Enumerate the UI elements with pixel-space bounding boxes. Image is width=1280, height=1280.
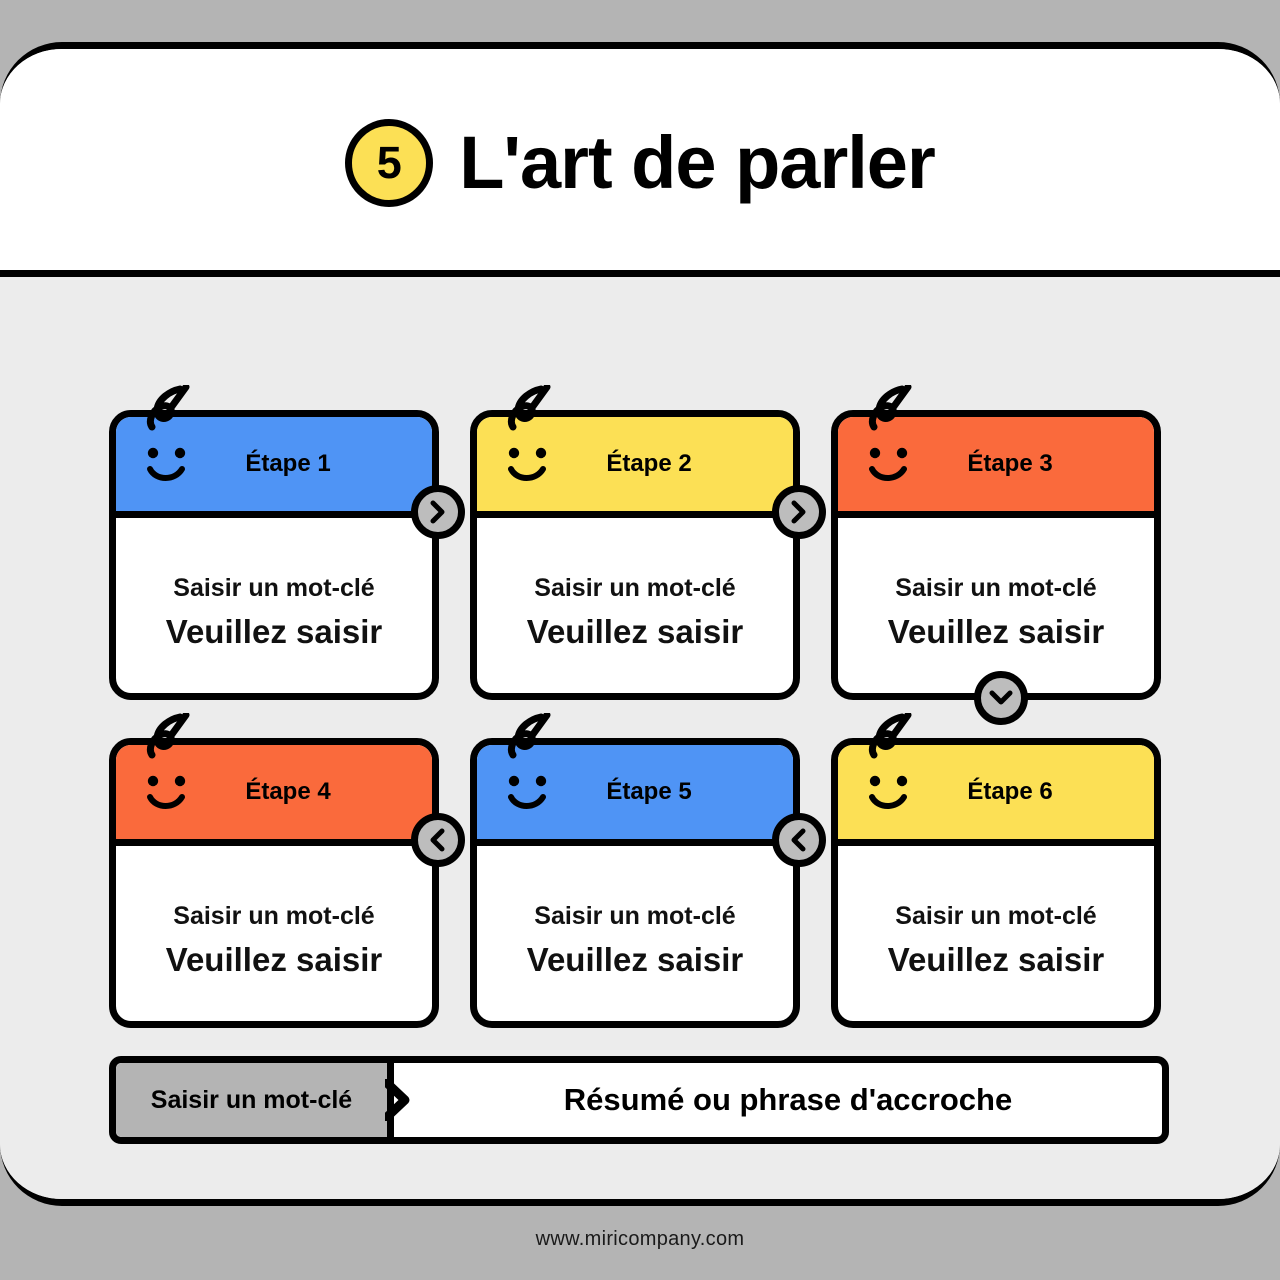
step-card-header: Étape 1 bbox=[116, 385, 432, 518]
arrow-right-pointer-icon bbox=[385, 1079, 410, 1121]
curl-decoration-icon bbox=[146, 713, 190, 759]
curl-decoration-icon bbox=[507, 713, 551, 759]
body-area: Étape 1 Saisir un mot-clé Veuillez saisi… bbox=[0, 277, 1280, 1199]
step-card-body: Saisir un mot-clé Veuillez saisir bbox=[477, 518, 793, 700]
step-label: Étape 2 bbox=[606, 450, 692, 477]
step-card-body: Saisir un mot-clé Veuillez saisir bbox=[477, 846, 793, 1028]
step-keyword: Saisir un mot-clé bbox=[895, 573, 1097, 602]
step-keyword: Saisir un mot-clé bbox=[173, 901, 375, 930]
smiley-face-icon bbox=[869, 447, 908, 481]
chevron-down-icon[interactable] bbox=[974, 671, 1028, 725]
smiley-face-icon bbox=[147, 775, 186, 809]
chevron-down-glyph bbox=[989, 690, 1013, 705]
step-card-body: Saisir un mot-clé Veuillez saisir bbox=[838, 846, 1154, 1028]
step-card-body: Saisir un mot-clé Veuillez saisir bbox=[116, 846, 432, 1028]
step-description: Veuillez saisir bbox=[526, 940, 744, 978]
step-card-body: Saisir un mot-clé Veuillez saisir bbox=[116, 518, 432, 700]
step-label: Étape 3 bbox=[967, 450, 1053, 477]
chevron-left-glyph bbox=[430, 828, 445, 852]
step-label: Étape 1 bbox=[245, 450, 331, 477]
smiley-face-icon bbox=[869, 775, 908, 809]
step-label: Étape 5 bbox=[606, 778, 692, 805]
step-card[interactable]: Étape 5 Saisir un mot-clé Veuillez saisi… bbox=[470, 713, 826, 1028]
step-card[interactable]: Étape 6 Saisir un mot-clé Veuillez saisi… bbox=[831, 713, 1161, 1028]
step-card-header: Étape 2 bbox=[477, 385, 793, 518]
chevron-left-icon[interactable] bbox=[772, 813, 826, 867]
chevron-right-glyph bbox=[791, 500, 806, 524]
step-card-header: Étape 4 bbox=[116, 713, 432, 846]
steps-grid: Étape 1 Saisir un mot-clé Veuillez saisi… bbox=[109, 385, 1169, 1028]
site-url: www.miricompany.com bbox=[535, 1228, 745, 1250]
step-card[interactable]: Étape 3 Saisir un mot-clé Veuillez saisi… bbox=[831, 385, 1161, 725]
summary-text: Résumé ou phrase d'accroche bbox=[563, 1082, 1013, 1117]
step-keyword: Saisir un mot-clé bbox=[534, 901, 736, 930]
chevron-right-icon[interactable] bbox=[772, 485, 826, 539]
smiley-face-icon bbox=[508, 775, 547, 809]
step-label: Étape 4 bbox=[245, 778, 331, 805]
step-card-header: Étape 6 bbox=[838, 713, 1154, 846]
step-card-body: Saisir un mot-clé Veuillez saisir bbox=[838, 518, 1154, 700]
step-card[interactable]: Étape 2 Saisir un mot-clé Veuillez saisi… bbox=[470, 385, 826, 700]
step-card-header: Étape 3 bbox=[838, 385, 1154, 518]
title-row: 5 L'art de parler bbox=[345, 118, 936, 207]
step-card[interactable]: Étape 1 Saisir un mot-clé Veuillez saisi… bbox=[109, 385, 465, 700]
page-frame: 5 L'art de parler Étape 1 bbox=[0, 42, 1280, 1206]
curl-decoration-icon bbox=[507, 385, 551, 431]
badge-number: 5 bbox=[376, 137, 402, 188]
step-card-header: Étape 5 bbox=[477, 713, 793, 846]
chevron-left-icon[interactable] bbox=[411, 813, 465, 867]
step-description: Veuillez saisir bbox=[165, 612, 383, 650]
step-description: Veuillez saisir bbox=[887, 612, 1105, 650]
step-description: Veuillez saisir bbox=[165, 940, 383, 978]
step-keyword: Saisir un mot-clé bbox=[895, 901, 1097, 930]
step-keyword: Saisir un mot-clé bbox=[173, 573, 375, 602]
step-description: Veuillez saisir bbox=[887, 940, 1105, 978]
step-number-badge: 5 bbox=[345, 118, 434, 207]
step-label: Étape 6 bbox=[967, 778, 1053, 805]
step-keyword: Saisir un mot-clé bbox=[534, 573, 736, 602]
chevron-right-glyph bbox=[430, 500, 445, 524]
curl-decoration-icon bbox=[868, 713, 912, 759]
page-title: L'art de parler bbox=[459, 121, 936, 204]
summary-bar: Saisir un mot-clé Résumé ou phrase d'acc… bbox=[109, 1056, 1169, 1144]
chevron-right-icon[interactable] bbox=[411, 485, 465, 539]
header-band: 5 L'art de parler bbox=[0, 49, 1280, 277]
summary-tag[interactable]: Saisir un mot-clé bbox=[116, 1063, 410, 1137]
step-description: Veuillez saisir bbox=[526, 612, 744, 650]
smiley-face-icon bbox=[508, 447, 547, 481]
curl-decoration-icon bbox=[146, 385, 190, 431]
curl-decoration-icon bbox=[868, 385, 912, 431]
chevron-left-glyph bbox=[791, 828, 806, 852]
step-card[interactable]: Étape 4 Saisir un mot-clé Veuillez saisi… bbox=[109, 713, 465, 1028]
smiley-face-icon bbox=[147, 447, 186, 481]
summary-tag-label: Saisir un mot-clé bbox=[150, 1085, 353, 1114]
